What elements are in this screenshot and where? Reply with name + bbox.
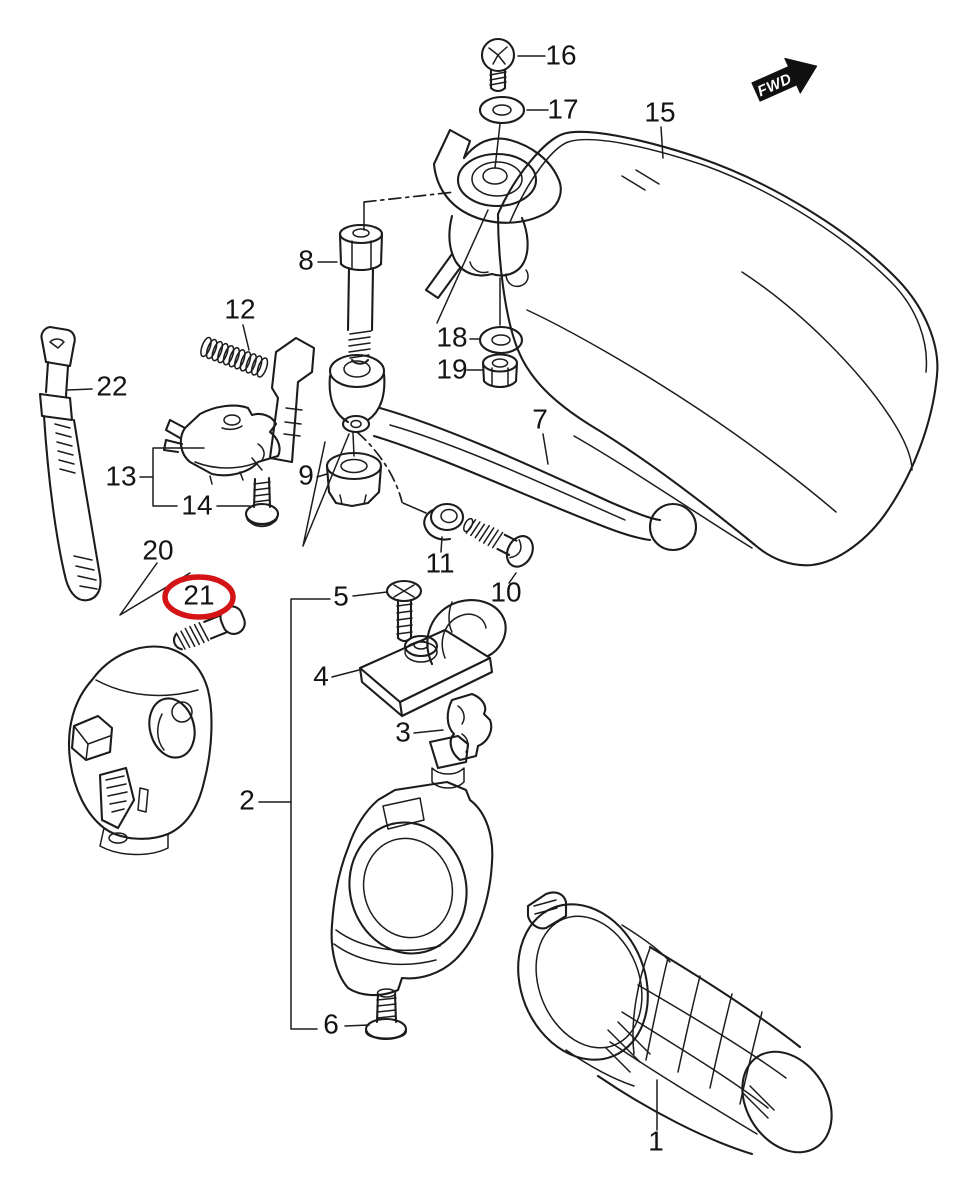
part-19-nut [466,353,519,389]
part-label-6: 6 [323,1008,339,1039]
part-label-4: 4 [313,660,329,691]
part-label-19: 19 [436,353,467,384]
part-label-10: 10 [490,576,521,607]
part-9-pivot-nut [316,432,383,508]
part-label-15: 15 [644,96,675,127]
part-20-switch-housing [67,562,213,856]
part-label-12: 12 [224,293,255,324]
part-7-brake-lever [372,406,698,552]
part-18-washer [436,209,524,355]
part-label-16: 16 [545,39,576,70]
part-21-bolt [162,574,246,651]
handguard-mount-bracket [424,128,562,300]
part-label-13: 13 [105,460,136,491]
part-label-7: 7 [532,403,548,434]
part-label-3: 3 [395,716,411,747]
highlight-circle-part-21 [162,574,236,620]
part-15-handguard [496,126,939,567]
part-label-5: 5 [333,580,349,611]
part-label-1: 1 [648,1125,664,1156]
part-16-screw [480,37,546,93]
part-label-8: 8 [298,244,314,275]
part-14-screw [244,476,280,528]
part-label-17: 17 [547,93,578,124]
part-label-9: 9 [298,459,314,490]
part-22-band [38,325,102,602]
part-10-bolt [463,517,534,584]
part-label-22: 22 [96,370,127,401]
lever-holder-bracket [268,336,427,547]
fwd-direction-arrow-icon: FWD [751,57,818,102]
part-12-spring [200,324,269,378]
throttle-housing [330,734,494,997]
part-label-18: 18 [436,321,467,352]
part-label-20: 20 [142,534,173,565]
part-11-nut [423,502,465,553]
part-label-14: 14 [181,489,212,520]
part-1-grip [517,891,833,1156]
part-6-screw [344,988,408,1041]
part-label-21-highlighted: 21 [183,579,214,610]
part-2-group-bracket [258,598,331,1030]
part-17-washer [478,95,549,169]
part-13-switch-pod [139,404,281,507]
part-5-screw [352,579,423,643]
part-labels: 1 2 3 4 5 6 7 8 9 10 11 12 13 14 15 16 1… [96,39,675,1156]
part-label-2: 2 [239,784,255,815]
part-4-cable-guide [331,599,507,718]
part-label-11: 11 [425,547,454,578]
